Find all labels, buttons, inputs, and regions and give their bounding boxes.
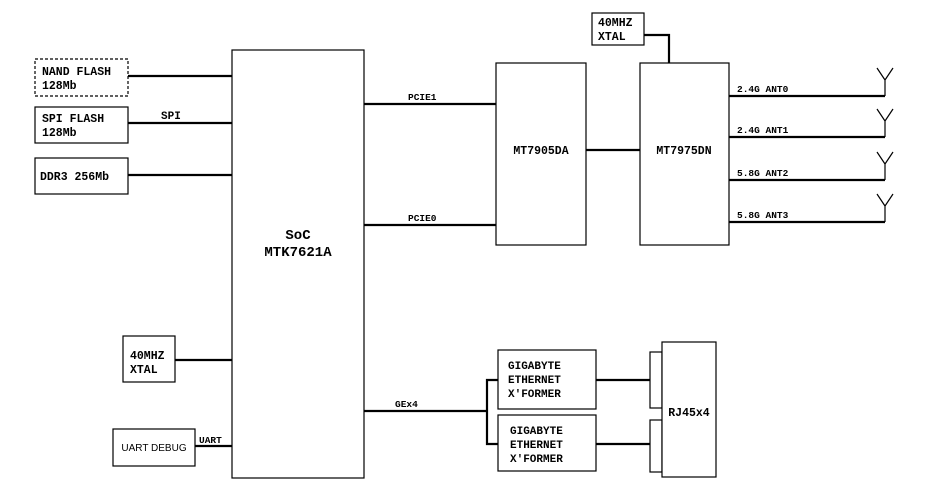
antenna-2-icon — [876, 151, 894, 180]
antenna-0-icon — [876, 67, 894, 96]
xformer1-block: GIGABYTE ETHERNET X'FORMER — [497, 349, 597, 410]
nand-flash-label-line2: 128Mb — [42, 80, 77, 93]
pcie0-label: PCIE0 — [408, 213, 437, 224]
rj45-label: RJ45x4 — [668, 407, 710, 420]
connection-labels: SPI PCIE1 PCIE0 GEx4 UART — [161, 92, 437, 446]
uart-debug-block: UART DEBUG — [112, 428, 196, 467]
nand-flash-label-line1: NAND FLASH — [42, 66, 111, 79]
antenna-icons — [876, 67, 894, 222]
mt7905da-block: MT7905DA — [495, 62, 587, 246]
soc-block: SoC MTK7621A — [231, 49, 365, 479]
antenna-label-0: 2.4G ANT0 — [737, 84, 789, 95]
spi-label: SPI — [161, 111, 181, 123]
xtal-left-label-line2: XTAL — [130, 364, 158, 377]
uart-debug-label: UART DEBUG — [121, 443, 186, 454]
xformer2-block: GIGABYTE ETHERNET X'FORMER — [497, 414, 597, 472]
antenna-3-icon — [876, 193, 894, 222]
xformer2-label-line1: GIGABYTE — [510, 426, 563, 438]
uart-label: UART — [199, 435, 222, 446]
rj45-port-bottom — [649, 419, 663, 473]
wires — [128, 33, 885, 448]
mt7975dn-label: MT7975DN — [656, 145, 711, 158]
spi-flash-block: SPI FLASH 128Mb — [34, 106, 129, 144]
soc-label-line1: SoC — [285, 228, 311, 244]
xtal-left-label-line1: 40MHZ — [130, 350, 165, 363]
xtal-top-label-line1: 40MHZ — [598, 17, 633, 30]
gex4-split — [485, 378, 498, 446]
spi-flash-label-line1: SPI FLASH — [42, 113, 104, 126]
xformer1-label-line1: GIGABYTE — [508, 361, 561, 373]
xtal-top-block: 40MHZ XTAL — [591, 12, 645, 46]
pcie1-label: PCIE1 — [408, 92, 437, 103]
antenna-1-icon — [876, 108, 894, 137]
spi-flash-label-line2: 128Mb — [42, 127, 77, 140]
antenna-labels: 2.4G ANT0 2.4G ANT1 5.8G ANT2 5.8G ANT3 — [737, 84, 789, 221]
rj45-block: RJ45x4 — [649, 341, 717, 478]
mt7975dn-block: MT7975DN — [639, 62, 730, 246]
rj45-port-top — [649, 351, 663, 409]
xtal-top-label-line2: XTAL — [598, 31, 626, 44]
xformer2-label-line2: ETHERNET — [510, 440, 563, 452]
ddr3-label: DDR3 256Mb — [40, 171, 109, 184]
gex4-label: GEx4 — [395, 399, 418, 410]
xtal-left-block: 40MHZ XTAL — [122, 335, 176, 383]
antenna-label-3: 5.8G ANT3 — [737, 210, 789, 221]
xformer1-label-line3: X'FORMER — [508, 389, 561, 401]
xformer2-label-line3: X'FORMER — [510, 454, 563, 466]
xformer1-label-line2: ETHERNET — [508, 375, 561, 387]
ddr3-block: DDR3 256Mb — [34, 157, 129, 195]
antenna-label-1: 2.4G ANT1 — [737, 125, 789, 136]
nand-flash-block: NAND FLASH 128Mb — [34, 58, 129, 97]
soc-label-line2: MTK7621A — [264, 245, 332, 261]
xtal-top-wire — [644, 33, 671, 63]
antenna-label-2: 5.8G ANT2 — [737, 168, 789, 179]
mt7905da-label: MT7905DA — [513, 145, 568, 158]
